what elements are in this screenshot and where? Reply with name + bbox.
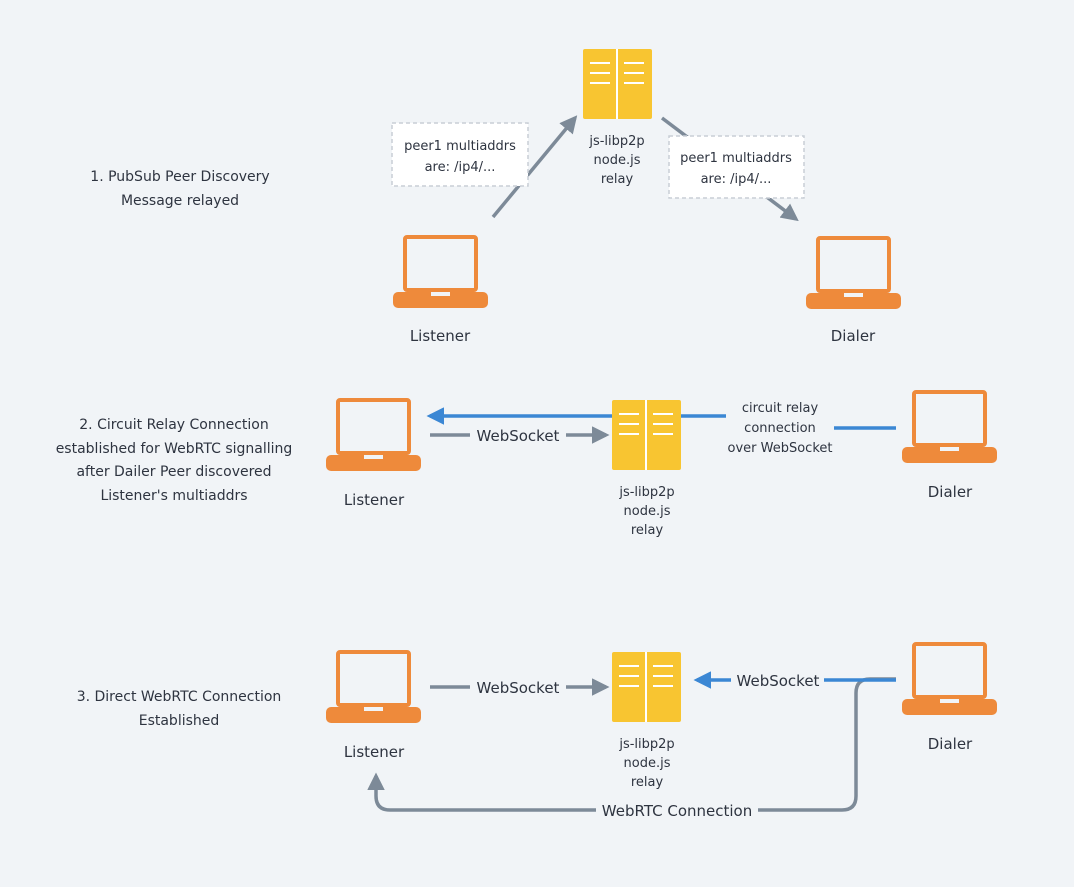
arrow-listener-to-relay (491, 115, 578, 219)
laptop-icon (326, 650, 421, 723)
server-icon (612, 652, 681, 722)
dialer-label: Dialer (928, 483, 973, 501)
listener-label: Listener (344, 743, 405, 761)
step2-caption-line1: 2. Circuit Relay Connection (79, 417, 268, 433)
relay-label: js-libp2p node.js relay (618, 737, 674, 790)
circuit-relay-line2: connection (744, 421, 816, 436)
step2-caption: 2. Circuit Relay Connection established … (56, 417, 293, 504)
step1-caption-line1: 1. PubSub Peer Discovery (90, 169, 269, 185)
websocket-label: WebSocket (477, 679, 560, 697)
laptop-icon (326, 398, 421, 471)
note-left-line1: peer1 multiaddrs (404, 139, 516, 154)
multiaddrs-note-left: peer1 multiaddrs are: /ip4/... (391, 122, 529, 187)
step2-caption-line3: after Dailer Peer discovered (76, 464, 271, 480)
note-right-line1: peer1 multiaddrs (680, 151, 792, 166)
step1-caption-line2: Message relayed (121, 193, 239, 209)
note-right-line2: are: /ip4/... (701, 172, 772, 187)
note-left-line2: are: /ip4/... (425, 160, 496, 175)
relay-label: js-libp2p node.js relay (588, 134, 644, 187)
relay-label-line1: js-libp2p (588, 134, 644, 149)
dialer-label: Dialer (928, 735, 973, 753)
laptop-icon (806, 236, 901, 309)
multiaddrs-note-right: peer1 multiaddrs are: /ip4/... (668, 135, 805, 199)
step3-caption-line1: 3. Direct WebRTC Connection (77, 689, 282, 705)
webrtc-arrow (367, 772, 596, 812)
server-icon (612, 400, 681, 470)
step3-caption-line2: Established (139, 713, 220, 729)
step2-caption-line4: Listener's multiaddrs (100, 488, 247, 504)
dialer-label: Dialer (831, 327, 876, 345)
listener-label: Listener (344, 491, 405, 509)
relay-label-line2: node.js (624, 756, 671, 771)
websocket-label: WebSocket (477, 427, 560, 445)
laptop-icon (902, 642, 997, 715)
circuit-relay-line1: circuit relay (742, 401, 819, 416)
circuit-relay-label: circuit relay connection over WebSocket (728, 401, 833, 456)
relay-label-line1: js-libp2p (618, 737, 674, 752)
relay-label: js-libp2p node.js relay (618, 485, 674, 538)
step1-caption: 1. PubSub Peer Discovery Message relayed (90, 169, 269, 209)
relay-label-line3: relay (601, 172, 634, 187)
webrtc-label: WebRTC Connection (602, 802, 752, 820)
step2-caption-line2: established for WebRTC signalling (56, 441, 293, 457)
circuit-relay-line3: over WebSocket (728, 441, 833, 456)
relay-label-line2: node.js (594, 153, 641, 168)
blue-websocket-label: WebSocket (737, 672, 820, 690)
laptop-icon (393, 235, 488, 308)
webrtc-path-right (758, 677, 896, 812)
relay-label-line1: js-libp2p (618, 485, 674, 500)
laptop-icon (902, 390, 997, 463)
relay-label-line3: relay (631, 775, 664, 790)
step3-caption: 3. Direct WebRTC Connection Established (77, 689, 282, 729)
relay-label-line2: node.js (624, 504, 671, 519)
server-icon (583, 49, 652, 119)
listener-label: Listener (410, 327, 471, 345)
relay-label-line3: relay (631, 523, 664, 538)
